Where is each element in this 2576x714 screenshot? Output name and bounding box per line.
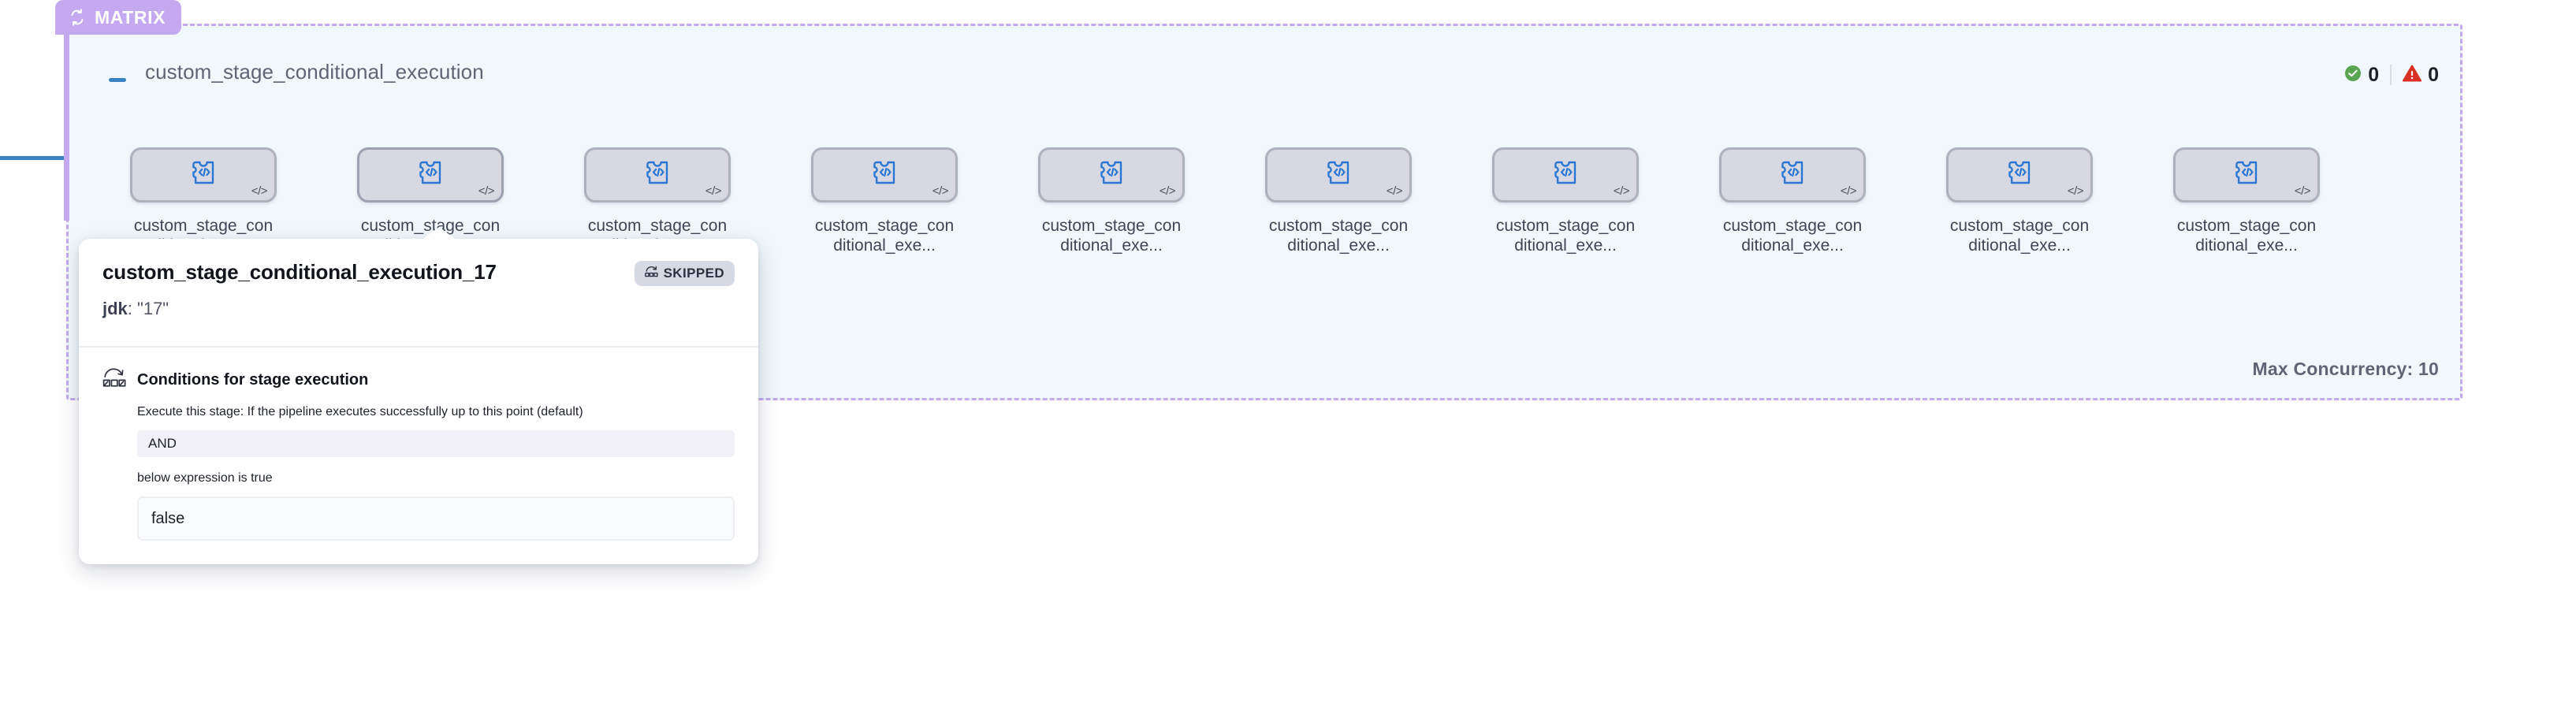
conditions-section-title: Conditions for stage execution [137,371,369,389]
popover-header: custom_stage_conditional_execution_17 SK… [79,239,758,348]
condition-operator-chip: AND [137,430,735,458]
status-badge-label: SKIPPED [663,266,724,281]
matrix-node-card[interactable]: </> [584,147,731,203]
conditions-loop-icon [102,368,126,392]
code-brackets-icon: </> [1840,184,1857,198]
code-brackets-icon: </> [1159,184,1176,198]
status-counters: 0 0 [2344,61,2439,88]
matrix-node-card[interactable]: </> [130,147,277,203]
matrix-group-left-edge-connector [64,126,69,221]
matrix-node-8: </> custom_stage_conditional_exe... [1719,147,1866,255]
error-counter: 0 [2402,63,2439,86]
custom-stage-code-icon [642,158,672,192]
success-counter: 0 [2344,65,2379,86]
expression-value-box[interactable]: false [137,496,735,541]
custom-stage-code-icon [1096,158,1126,192]
custom-stage-code-icon [188,158,218,192]
matrix-node-card[interactable]: </> [1946,147,2093,203]
loop-repeat-icon [68,8,87,27]
matrix-axis-val: "17" [137,299,169,318]
minus-collapse-icon [109,77,126,82]
code-brackets-icon: </> [251,184,268,198]
matrix-node-card[interactable]: </> [2173,147,2320,203]
custom-stage-code-icon [2232,158,2261,192]
matrix-node-card[interactable]: </> [1038,147,1185,203]
matrix-axis-value: jdk: "17" [102,299,735,319]
condition-description: Execute this stage: If the pipeline exec… [137,405,583,418]
custom-stage-code-icon [2005,158,2034,192]
matrix-axis-separator: : [127,299,138,318]
popover-arrow [422,227,456,240]
matrix-node-label: custom_stage_conditional_exe... [1722,217,1863,255]
popover-body: Conditions for stage execution Execute t… [79,348,758,564]
matrix-node-card[interactable]: </> [357,147,504,203]
success-count: 0 [2368,63,2380,86]
collapse-toggle-button[interactable] [107,69,128,90]
stage-detail-popover: custom_stage_conditional_execution_17 SK… [79,227,758,565]
matrix-node-label: custom_stage_conditional_exe... [814,217,955,255]
incoming-connector-line [0,156,73,160]
code-brackets-icon: </> [2067,184,2084,198]
matrix-badge-label: MATRIX [95,6,166,28]
matrix-node-card[interactable]: </> [1265,147,1412,203]
matrix-node-label: custom_stage_conditional_exe... [2176,217,2317,255]
matrix-node-card[interactable]: </> [1492,147,1639,203]
matrix-group-header: custom_stage_conditional_execution 0 [66,24,2462,85]
matrix-node-card[interactable]: </> [1719,147,1866,203]
matrix-node-7: </> custom_stage_conditional_exe... [1492,147,1639,255]
expression-label: below expression is true [137,471,273,485]
conditions-section-header: Conditions for stage execution [102,368,735,392]
error-count: 0 [2428,63,2439,86]
custom-stage-code-icon [1550,158,1580,192]
max-concurrency-label: Max Concurrency: 10 [2252,359,2439,379]
skip-forward-icon [644,266,658,281]
matrix-node-card[interactable]: </> [811,147,958,203]
matrix-node-4: </> custom_stage_conditional_exe... [811,147,958,255]
matrix-node-row: </> custom_stage_conditional_exe... </> cus… [66,24,2462,400]
matrix-node-6: </> custom_stage_conditional_exe... [1265,147,1412,255]
group-title: custom_stage_conditional_execution [145,60,484,84]
custom-stage-code-icon [869,158,899,192]
warning-triangle-icon [2402,65,2422,86]
matrix-node-9: </> custom_stage_conditional_exe... [1946,147,2093,255]
code-brackets-icon: </> [932,184,949,198]
popover-title: custom_stage_conditional_execution_17 [102,260,497,284]
matrix-group-left-edge-top [64,0,69,130]
check-circle-icon [2344,65,2362,86]
code-brackets-icon: </> [1613,184,1630,198]
custom-stage-code-icon [1323,158,1353,192]
custom-stage-code-icon [415,158,445,192]
custom-stage-code-icon [1778,158,1807,192]
matrix-node-label: custom_stage_conditional_exe... [1949,217,2090,255]
code-brackets-icon: </> [2294,184,2311,198]
matrix-node-label: custom_stage_conditional_exe... [1268,217,1409,255]
code-brackets-icon: </> [478,184,495,198]
code-brackets-icon: </> [705,184,722,198]
counter-divider [2390,65,2392,85]
conditions-content: Execute this stage: If the pipeline exec… [102,403,735,541]
matrix-node-label: custom_stage_conditional_exe... [1041,217,1182,255]
status-badge: SKIPPED [634,261,735,286]
matrix-axis-key: jdk [102,299,128,318]
matrix-node-label: custom_stage_conditional_exe... [1495,217,1636,255]
matrix-node-10: </> custom_stage_conditional_exe... [2173,147,2320,255]
code-brackets-icon: </> [1386,184,1403,198]
matrix-node-5: </> custom_stage_conditional_exe... [1038,147,1185,255]
matrix-type-badge: MATRIX [55,0,182,35]
